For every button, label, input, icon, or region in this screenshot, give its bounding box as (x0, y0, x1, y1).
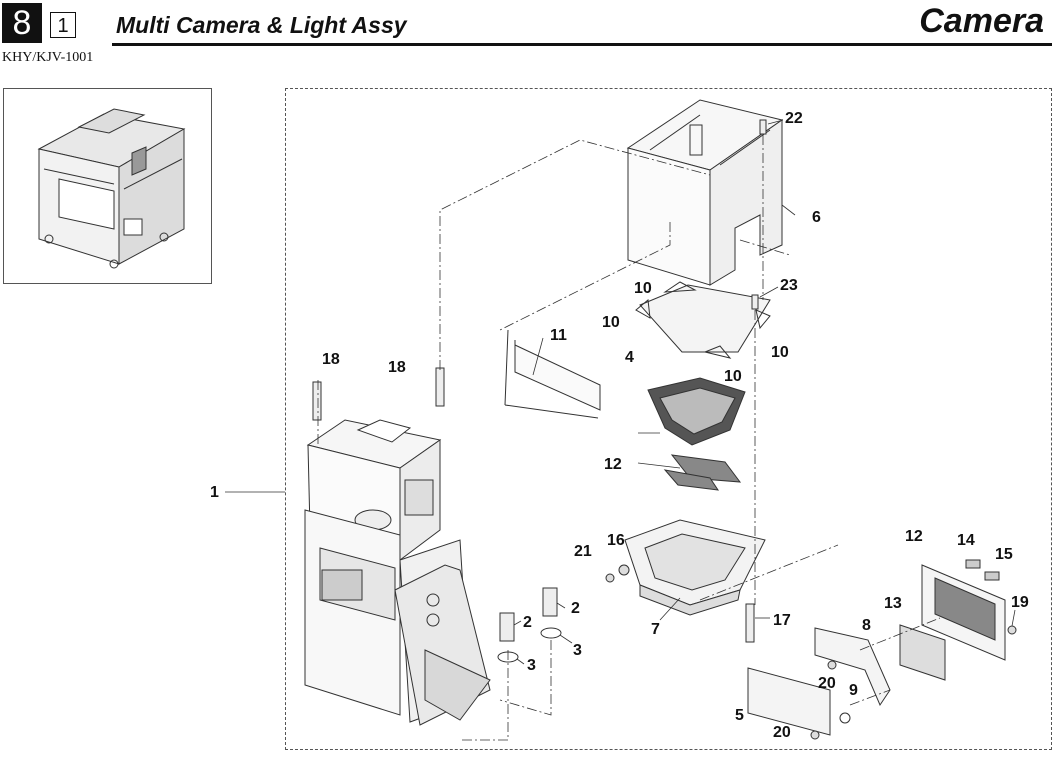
part-9-spacer (839, 712, 851, 724)
part-22-screw (759, 119, 767, 135)
part-10-tab (663, 281, 697, 293)
part-18-standoff (312, 381, 322, 421)
callout-5: 5 (735, 707, 744, 724)
part-6-cover-front (627, 147, 711, 286)
callout-9: 9 (849, 682, 858, 699)
part-15-connector (984, 571, 1000, 581)
part-2-screw (542, 587, 558, 617)
part-3-washer (540, 627, 562, 639)
callout-2: 2 (571, 600, 580, 617)
callout-19: 19 (1011, 594, 1029, 611)
part-17-standoff (745, 603, 755, 643)
callout-18: 18 (388, 359, 406, 376)
callout-6: 6 (812, 209, 821, 226)
machine-overview-drawing (37, 108, 186, 269)
part-19-screw (1007, 625, 1017, 635)
part-2-screw (499, 612, 515, 642)
callout-11: 11 (550, 327, 567, 344)
part-5-plate (747, 667, 831, 736)
callout-18: 18 (322, 351, 340, 368)
callout-16: 16 (607, 532, 625, 549)
callout-10: 10 (634, 280, 652, 297)
callout-15: 15 (995, 546, 1013, 563)
callout-12: 12 (905, 528, 923, 545)
callout-13: 13 (884, 595, 902, 612)
exploded-view-frame (285, 88, 1052, 750)
callout-1: 1 (210, 484, 219, 501)
part-10-tab (635, 299, 651, 319)
part-1-base-slots (424, 649, 491, 721)
category-title: Camera (919, 2, 1044, 40)
callout-3: 3 (573, 642, 582, 659)
header-rule (112, 43, 1052, 46)
part-23-screw (751, 294, 759, 310)
callout-22: 22 (785, 110, 803, 127)
section-number: 8 (2, 3, 42, 43)
part-20-screw (827, 660, 837, 670)
callout-7: 7 (651, 621, 660, 638)
part-13-cable (899, 624, 946, 681)
part-6-cover-side (709, 119, 783, 286)
part-10-tab (755, 309, 771, 330)
callout-23: 23 (780, 277, 798, 294)
part-10-tab (703, 345, 732, 359)
callout-3: 3 (527, 657, 536, 674)
callout-17: 17 (773, 612, 791, 629)
sub-section-number: 1 (50, 12, 76, 38)
model-number: KHY/KJV-1001 (2, 50, 94, 65)
callout-10: 10 (724, 368, 742, 385)
callout-12: 12 (604, 456, 622, 473)
part-21-screw (605, 573, 615, 583)
part-11-sheet (514, 344, 601, 411)
part-1-camera-block (404, 479, 434, 516)
callout-10: 10 (771, 344, 789, 361)
callout-4: 4 (625, 349, 634, 366)
part-18-standoff (435, 367, 445, 407)
part-6-window (689, 124, 703, 156)
part-20-screw (810, 730, 820, 740)
part-16-nut (618, 564, 630, 576)
part-4-plate (639, 284, 771, 353)
callout-21: 21 (574, 543, 592, 560)
callout-14: 14 (957, 532, 975, 549)
callout-20: 20 (818, 675, 836, 692)
page-title: Multi Camera & Light Assy (116, 12, 407, 38)
callout-8: 8 (862, 617, 871, 634)
callout-2: 2 (523, 614, 532, 631)
callout-20: 20 (773, 724, 791, 741)
machine-overview-thumbnail (3, 88, 212, 284)
part-12-led-strip (663, 469, 720, 491)
part-14-connector (965, 559, 981, 569)
callout-10: 10 (602, 314, 620, 331)
part-8-bracket (814, 627, 891, 707)
part-1-camera-unit (321, 569, 363, 601)
